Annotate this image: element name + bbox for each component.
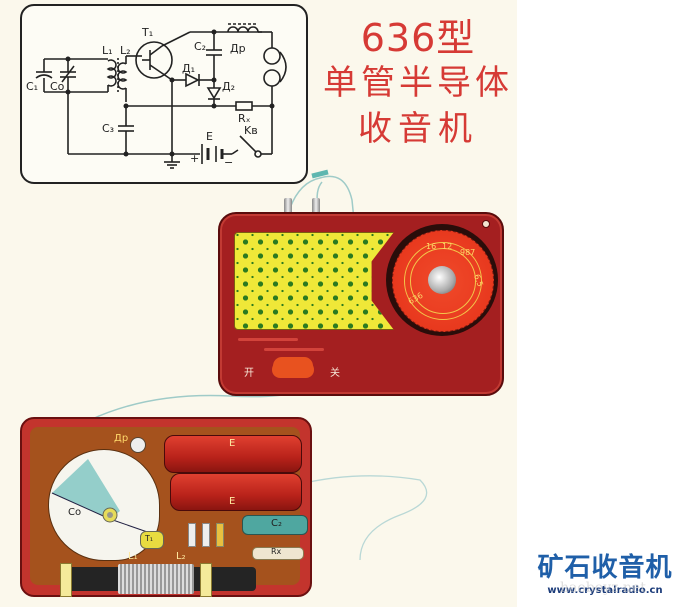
watermark: haoboyz.net xyxy=(560,580,646,596)
decor-stripe-1 xyxy=(238,338,298,341)
radio-front: 16 12 987 6.5 636 开 关 xyxy=(218,212,504,396)
label-rx: Rₓ xyxy=(238,112,251,125)
label-c2: C₂ xyxy=(271,518,282,529)
transistor-t1: T₁ xyxy=(140,531,164,549)
capacitor-vane xyxy=(51,459,157,536)
label-dp: Др xyxy=(230,42,246,55)
label-e: E xyxy=(206,130,213,143)
battery-bottom: E xyxy=(170,473,302,511)
dial-number-16: 16 xyxy=(426,242,437,251)
circuit-board: Cо Др E E T₁ C₂ Rх L₁ L₂ xyxy=(30,427,308,597)
dial-number-987: 987 xyxy=(460,248,476,257)
label-plus: + xyxy=(190,152,199,165)
page-title: 636型 单管半导体 收音机 xyxy=(318,16,518,152)
diode-d1 xyxy=(188,523,196,547)
rod-collar-right xyxy=(200,563,212,597)
resistor-rx: Rх xyxy=(252,547,304,560)
earphone-jack-left xyxy=(284,198,292,214)
power-switch[interactable] xyxy=(272,360,314,378)
label-l2: L₂ xyxy=(120,44,131,57)
label-kv: Kв xyxy=(244,124,258,137)
decor-stripe-2 xyxy=(264,348,324,351)
antenna-coil-l1 xyxy=(118,564,194,594)
switch-on-label: 开 xyxy=(244,368,254,379)
label-c2: C₂ xyxy=(194,40,206,53)
label-t1: T₁ xyxy=(141,26,153,39)
label-l2: L₂ xyxy=(176,551,186,562)
dial-number-12: 12 xyxy=(442,242,453,251)
label-co: Cо xyxy=(50,80,65,93)
title-model: 636型 xyxy=(360,16,476,60)
schematic-drawing: T₁ L₁ L₂ C₁ Cо C₂ Др Д₁ Д₂ C₃ Rₓ E Kв + … xyxy=(26,23,287,169)
rod-collar-left xyxy=(60,563,72,597)
radio-internals: Cо Др E E T₁ C₂ Rх L₁ L₂ xyxy=(20,417,312,597)
logo-chinese-text: 矿石收音机 xyxy=(537,553,673,583)
site-logo[interactable]: 矿石收音机 www.crystalradio.cn xyxy=(532,553,678,596)
battery-top: E xyxy=(164,435,302,473)
title-subtitle: 单管半导体 xyxy=(323,63,513,103)
label-dp: Др xyxy=(114,433,129,444)
label-t1: T₁ xyxy=(145,534,154,543)
capacitor-c2: C₂ xyxy=(242,515,308,535)
diode-d2 xyxy=(202,523,210,547)
speaker-grille xyxy=(234,232,394,330)
dial-ring-inner xyxy=(410,248,476,314)
tuning-knob[interactable] xyxy=(428,266,456,294)
label-l1: L₁ xyxy=(102,44,113,57)
circuit-schematic: T₁ L₁ L₂ C₁ Cо C₂ Др Д₁ Д₂ C₃ Rₓ E Kв + … xyxy=(20,4,308,184)
label-d1: Д₁ xyxy=(182,62,195,75)
label-c3: C₃ xyxy=(102,122,114,135)
label-c1: C₁ xyxy=(26,80,38,93)
label-rx: Rх xyxy=(271,547,282,556)
label-d2: Д₂ xyxy=(222,80,235,93)
title-product: 收音机 xyxy=(358,109,478,149)
capacitor-c3 xyxy=(216,523,224,547)
battery-top-label: E xyxy=(229,438,236,449)
label-minus: − xyxy=(224,156,233,169)
battery-bottom-label: E xyxy=(229,496,236,507)
switch-off-label: 关 xyxy=(330,368,340,379)
dial-ring xyxy=(404,242,482,320)
logo-url[interactable]: www.crystalradio.cn xyxy=(547,585,663,596)
choke-dp xyxy=(130,437,146,453)
label-co: Cо xyxy=(68,507,82,518)
dial-pointer-hole xyxy=(482,220,490,228)
earphone-jack-right xyxy=(312,198,320,214)
label-l1: L₁ xyxy=(128,551,138,562)
